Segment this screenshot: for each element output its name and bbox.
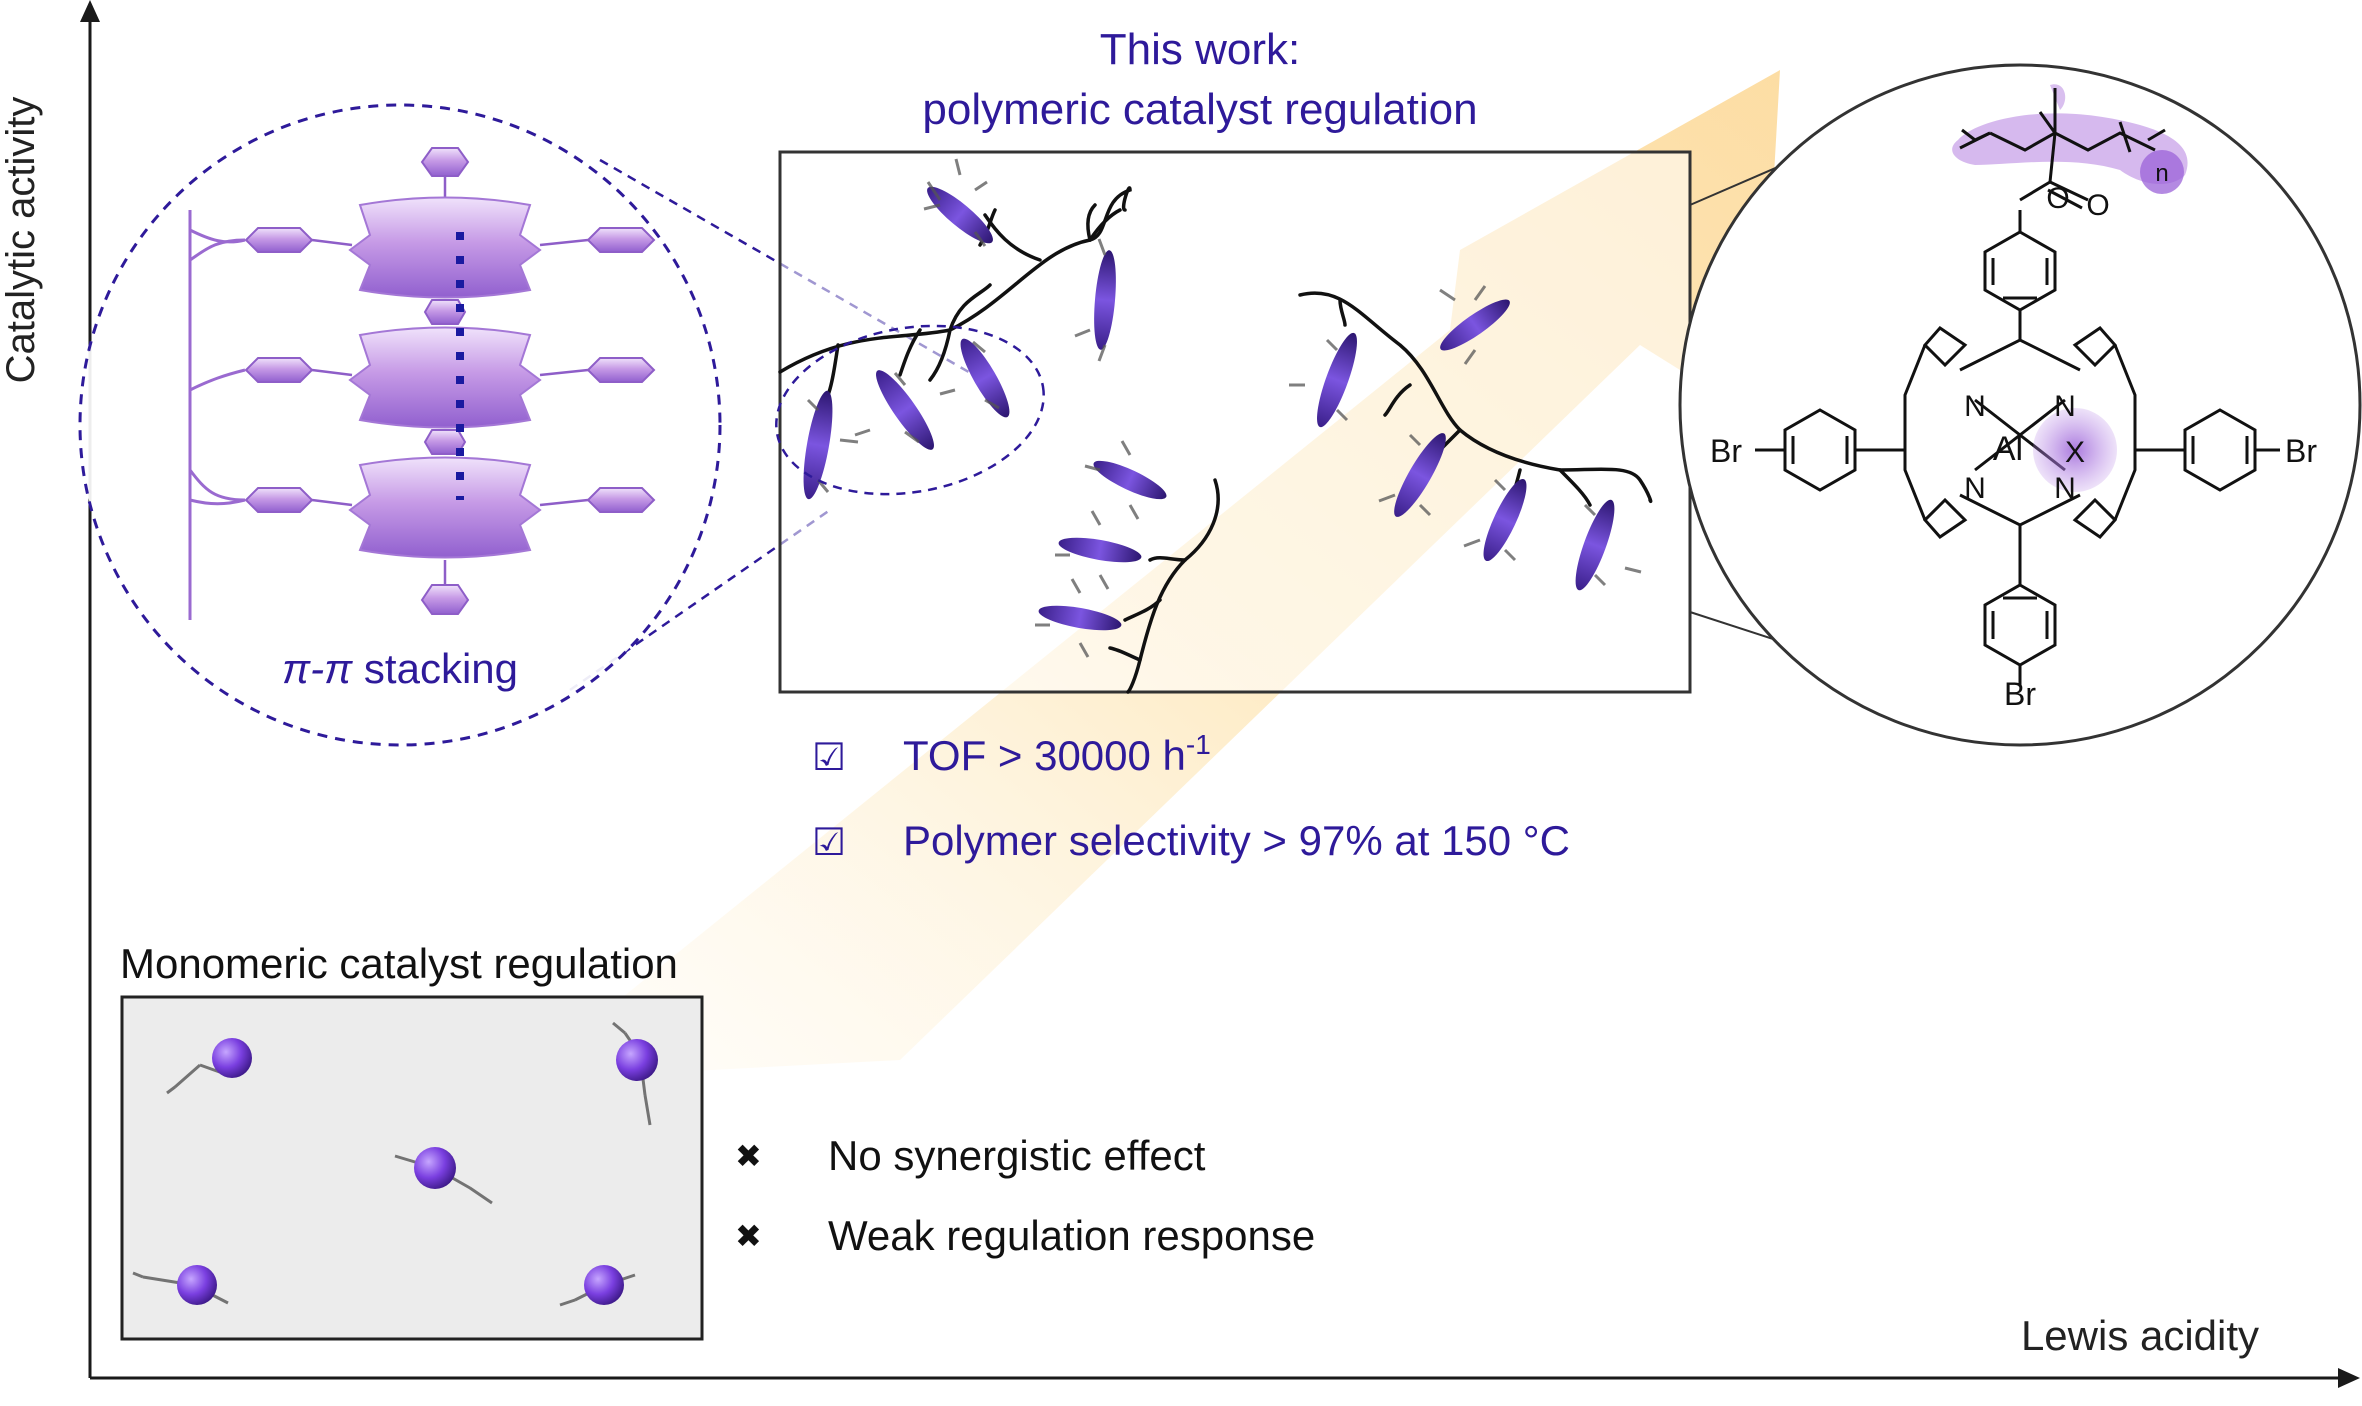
porphyrin-stack [188,147,656,620]
advantage-text: TOF > 30000 h-1 [903,729,1211,779]
polymer-chain-1 [778,186,1132,397]
structure-circle [1678,63,2362,747]
oxygen-label: O [2046,182,2069,215]
monomeric-title: Monomeric catalyst regulation [120,940,678,987]
drawback-marker: ✖ [735,1137,762,1175]
advantages-list: ☑ TOF > 30000 h-1 ☑ Polymer selectivity … [812,729,1570,864]
porphyrin-layer-1 [244,196,656,299]
porphyrin-layer-3 [244,456,656,559]
drawbacks-list: ✖ No synergistic effect ✖ Weak regulatio… [735,1132,1315,1259]
nitrogen-label: N [2054,472,2076,505]
advantage-marker: ☑ [812,735,846,779]
title-line-1: This work: [1100,25,1300,74]
axial-ligand-highlight [2033,408,2117,492]
x-axis-arrowhead [2338,1368,2360,1388]
bromine-right-label: Br [2285,433,2317,469]
pi-stacking-label: π-π stacking [282,645,518,692]
catalyst-units-polymer [803,158,1642,658]
oxygen-label: O [2086,189,2109,222]
nitrogen-label: N [1964,472,1986,505]
polymer-chain-3 [1108,478,1220,694]
aluminum-label: Al [1993,430,2023,468]
axial-ligand-label: X [2065,436,2085,469]
y-axis-arrowhead [80,0,100,22]
structure-labels: N N N N Al X O O n Br Br Br [1710,160,2317,712]
y-axis-label: Catalytic activity [0,97,43,384]
bromine-left-label: Br [1710,433,1742,469]
repeat-unit-highlight [2140,150,2184,194]
drawback-marker: ✖ [735,1217,762,1255]
x-axis-label: Lewis acidity [2021,1312,2259,1359]
advantage-text: Polymer selectivity > 97% at 150 °C [903,817,1570,864]
title-line-2: polymeric catalyst regulation [922,85,1477,134]
bromine-bottom-label: Br [2004,676,2036,712]
drawback-text: Weak regulation response [828,1212,1315,1259]
zoom-region-ellipse [775,324,1045,496]
drawback-text: No synergistic effect [828,1132,1206,1179]
advantage-marker: ☑ [812,820,846,864]
polymeric-catalyst-box [778,150,1692,694]
porphyrin-structure [1755,84,2280,685]
nitrogen-label: N [2054,390,2076,423]
monomeric-catalysts [132,1021,658,1307]
porphyrin-layer-2 [244,326,656,429]
repeat-unit-label: n [2155,160,2168,187]
nitrogen-label: N [1964,390,1986,423]
